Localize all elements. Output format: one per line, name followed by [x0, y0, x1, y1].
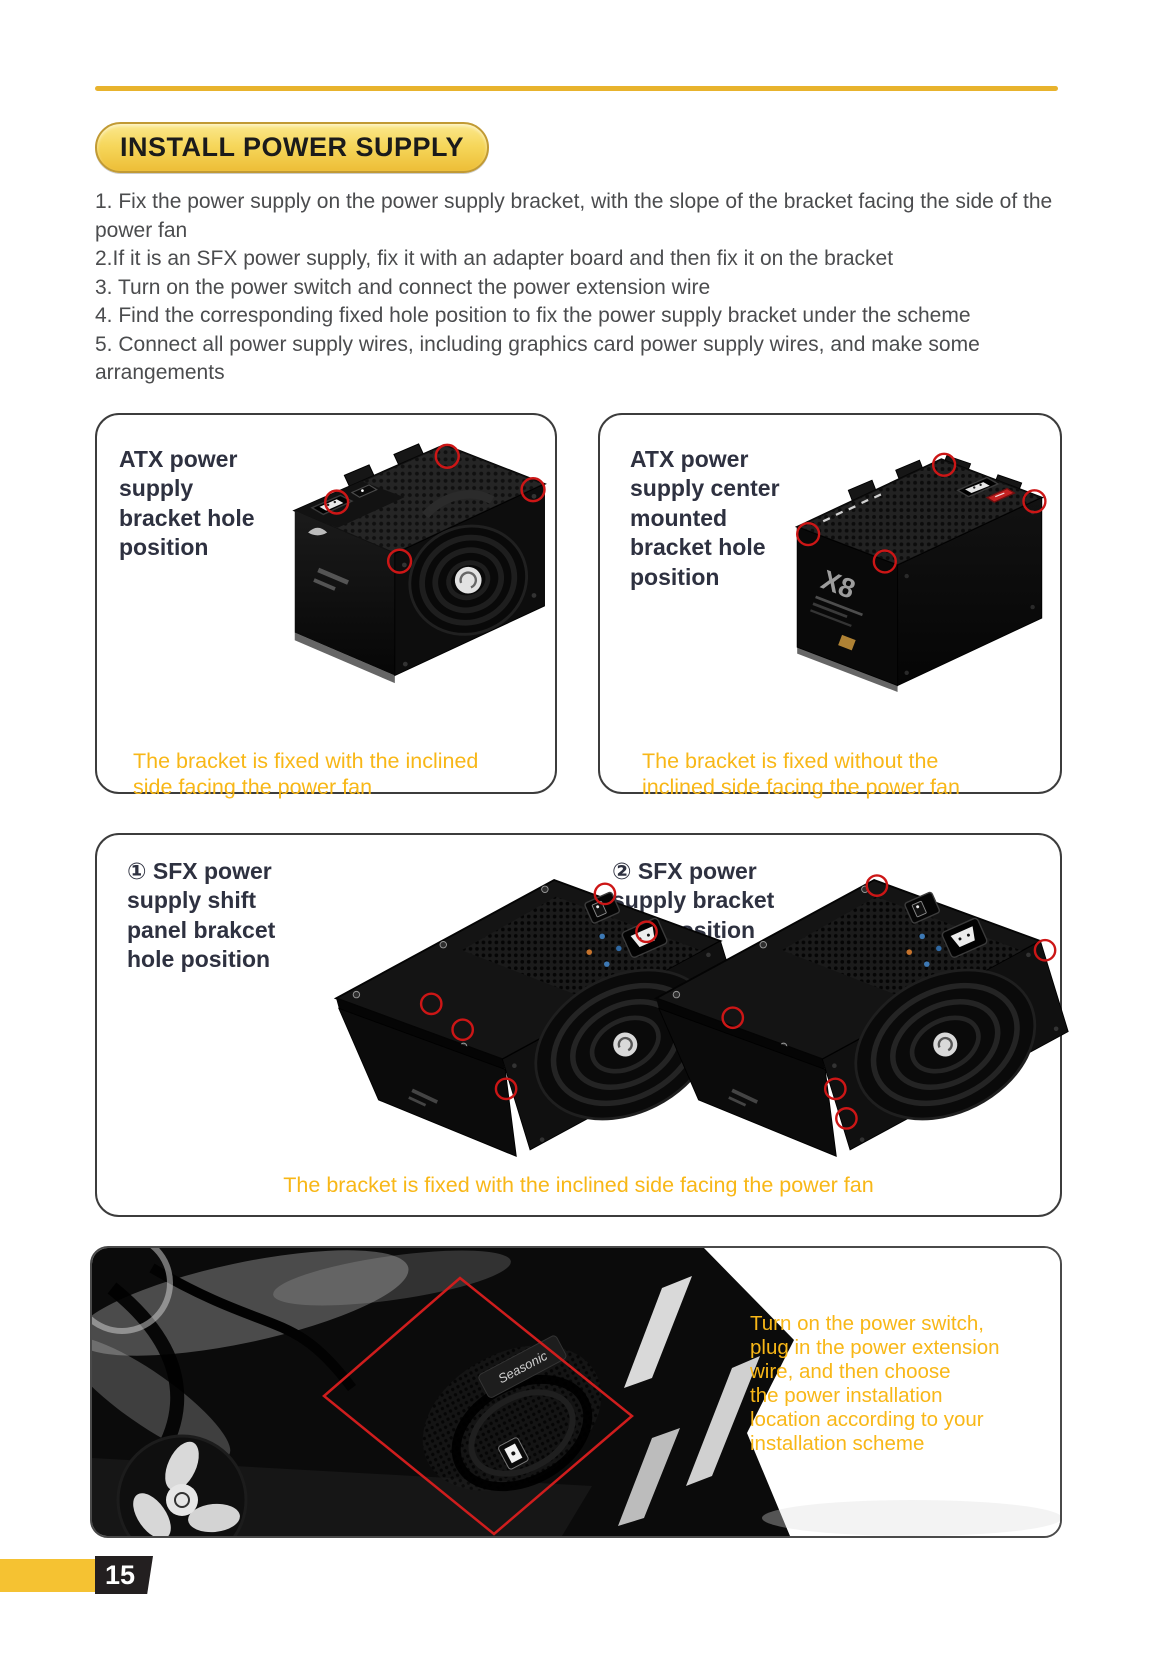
card-atx-center-bracket: ATX power supply center mounted bracket …	[598, 413, 1062, 799]
ac-inlet	[941, 917, 988, 958]
photo-note-line: location according to your	[750, 1408, 984, 1431]
instruction-step: 2.If it is an SFX power supply, fix it w…	[95, 247, 894, 271]
photo-note-line: installation scheme	[750, 1432, 925, 1455]
case-interior-photo: Seasonic	[92, 1248, 1060, 1536]
atx-psu-photo	[292, 443, 547, 684]
fan-grille	[854, 968, 1037, 1121]
card-atx-bracket: ATX power supply bracket hole position	[95, 413, 557, 799]
instruction-step: 4. Find the corresponding fixed hole pos…	[95, 304, 971, 328]
card-caption: The bracket is fixed with the inclined s…	[133, 749, 479, 800]
card-caption: The bracket is fixed with the inclined s…	[283, 1173, 874, 1197]
section-header-pill: INSTALL POWER SUPPLY	[95, 122, 489, 173]
instruction-step: 3. Turn on the power switch and connect …	[95, 275, 711, 299]
hole-marker-icon	[419, 882, 658, 1101]
hole-marker-icon	[324, 443, 546, 574]
sfx-psu-photo	[333, 879, 749, 1158]
case-fan	[116, 1434, 248, 1536]
photo-note-line: Turn on the power switch,	[750, 1312, 984, 1335]
power-switch	[350, 484, 378, 498]
power-switch	[904, 891, 940, 924]
sfx-psu-photo	[653, 874, 1069, 1158]
installation-photo-panel: Seasonic Turn on the power switch, plug …	[90, 1246, 1062, 1538]
ac-inlet	[956, 476, 1000, 498]
power-switch	[498, 1437, 529, 1470]
atx-psu-photo: X8	[794, 452, 1047, 692]
instruction-step: 1. Fix the power supply on the power sup…	[95, 190, 1053, 242]
psu-location-red-frame	[322, 1276, 634, 1536]
photo-note-line: wire, and then choose	[750, 1360, 951, 1383]
photo-note-line: the power installation	[750, 1384, 943, 1407]
sfx-label-1: ① SFX power supply shift panel brakcet h…	[127, 858, 276, 973]
page-title: INSTALL POWER SUPPLY	[119, 132, 465, 162]
top-divider-rule	[95, 86, 1058, 91]
card-sfx-brackets: ① SFX power supply shift panel brakcet h…	[95, 833, 1069, 1217]
photo-note-line: plug in the power extension	[750, 1336, 1000, 1359]
instruction-list: 1. Fix the power supply on the power sup…	[95, 188, 1058, 388]
card-title: ATX power supply bracket hole position	[119, 446, 255, 561]
frame-cutouts	[618, 1276, 760, 1526]
fan-grille	[408, 524, 529, 636]
card-caption: The bracket is fixed without the incline…	[642, 749, 960, 800]
hole-marker-icon	[796, 452, 1047, 574]
fan-color-dots	[586, 930, 635, 967]
fan-color-dots	[906, 930, 955, 967]
footer-accent-bar	[0, 1559, 95, 1592]
page-number-box: 15	[95, 1556, 153, 1594]
page-number: 15	[104, 1559, 136, 1590]
instruction-step: 5. Connect all power supply wires, inclu…	[95, 332, 980, 385]
card-title: ATX power supply center mounted bracket …	[630, 446, 780, 590]
hole-marker-icon	[721, 874, 1057, 1130]
power-switch	[584, 891, 620, 924]
photo-note: Turn on the power switch, plug in the po…	[750, 1312, 1055, 1456]
red-power-switch	[985, 487, 1016, 503]
